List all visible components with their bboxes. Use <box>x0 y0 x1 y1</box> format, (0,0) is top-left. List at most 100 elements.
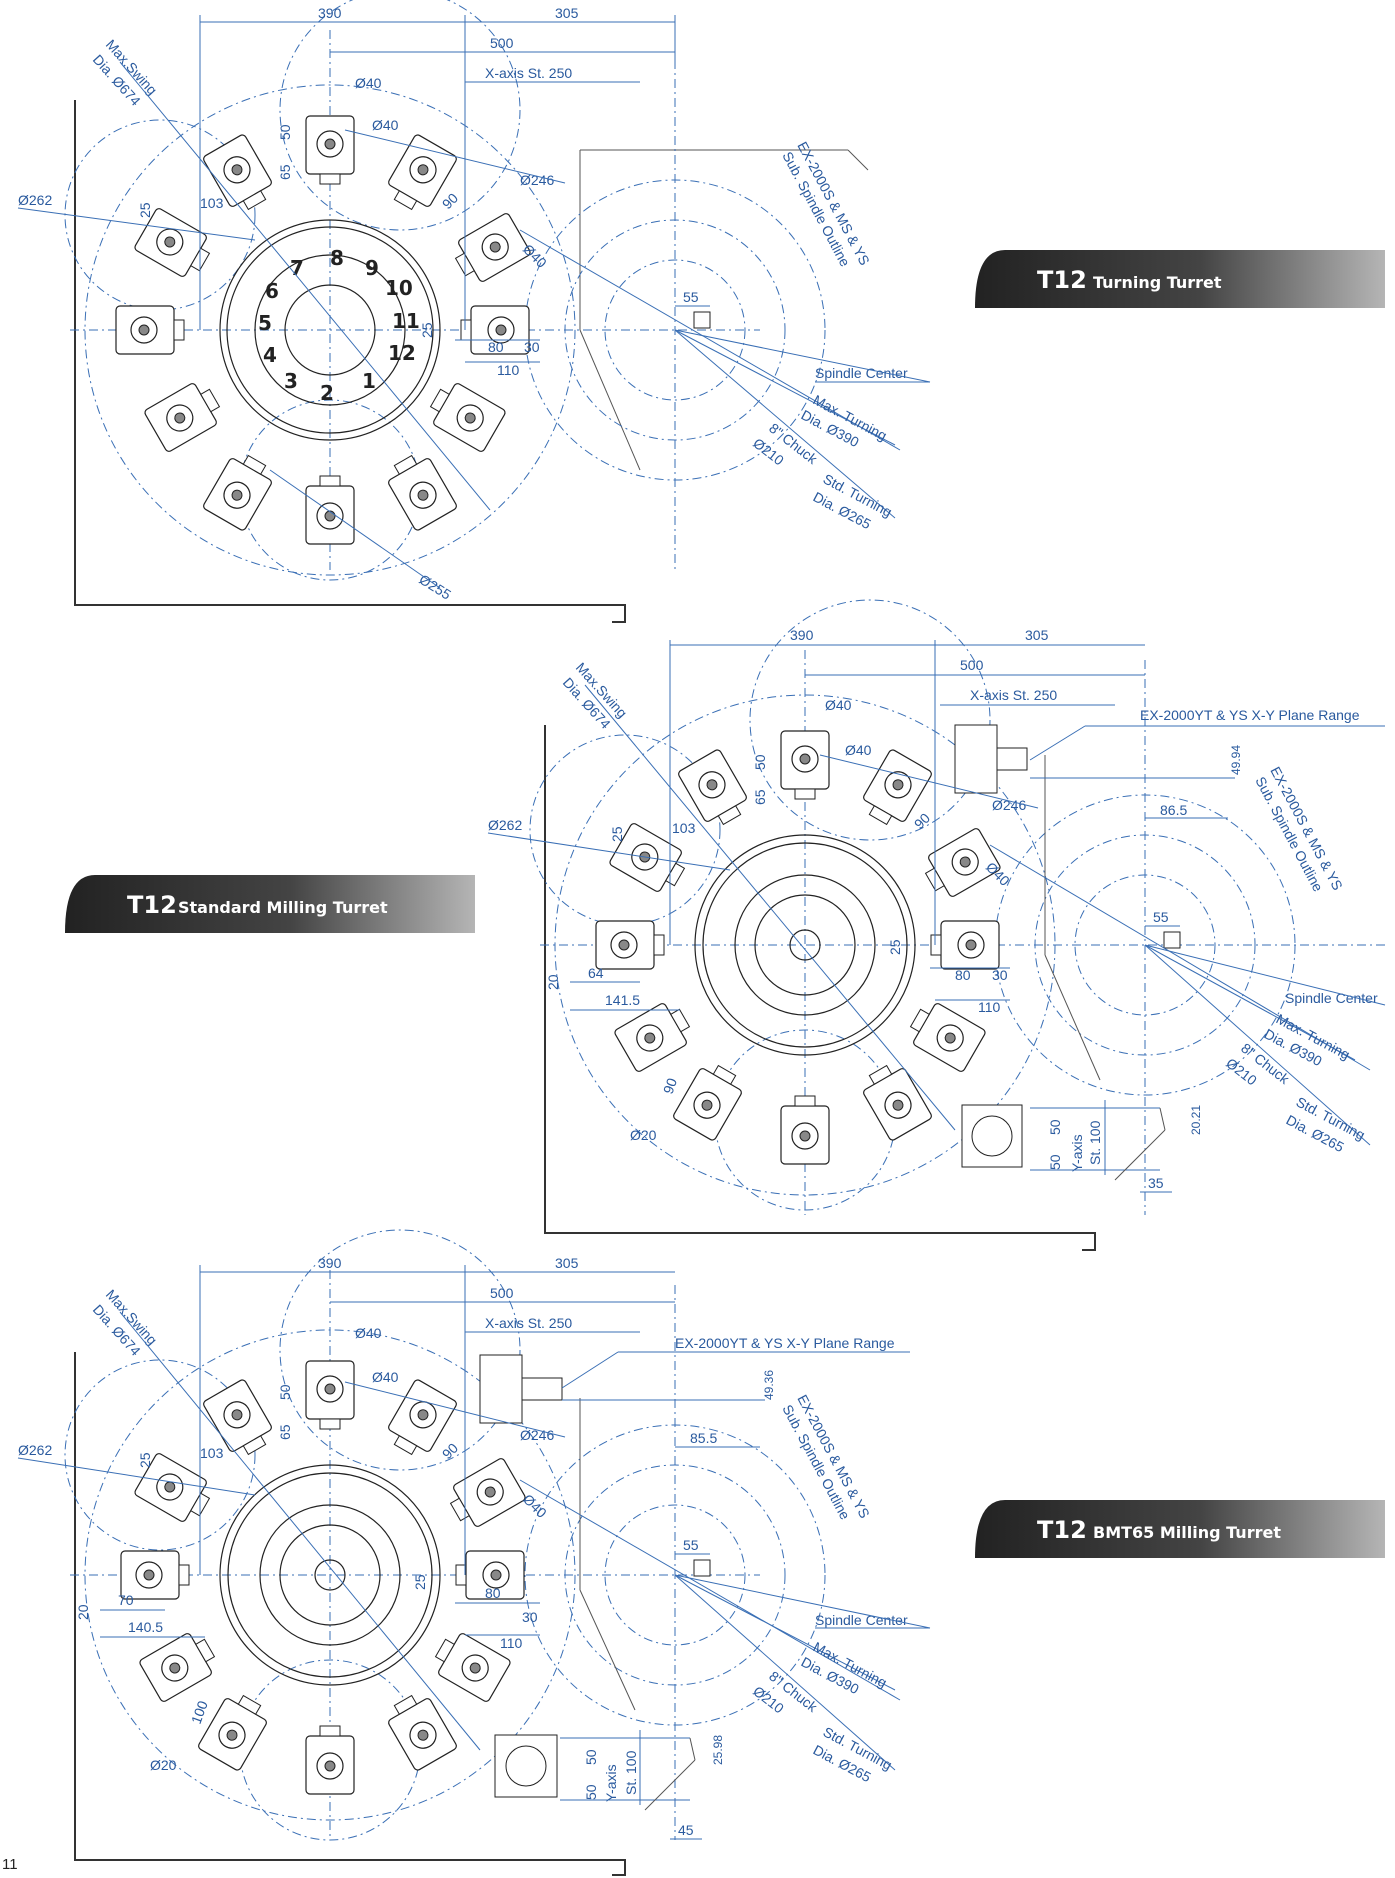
dim-80: 80 <box>485 1585 501 1601</box>
station-4: 4 <box>263 343 277 367</box>
dim-25b: 25 <box>419 322 435 338</box>
spindle-center-label: Spindle Center <box>815 365 908 381</box>
dim-50b: 50 <box>1047 1154 1063 1170</box>
dim-90: 90 <box>911 810 933 832</box>
station-7: 7 <box>290 256 304 280</box>
dim-65: 65 <box>277 1424 293 1440</box>
dim-55: 55 <box>683 1537 699 1553</box>
dim-40b: Ø40 <box>845 742 872 758</box>
dim-100: 100 <box>188 1698 211 1726</box>
dim-262: Ø262 <box>488 817 522 833</box>
dim-55: 55 <box>1153 909 1169 925</box>
dim-25-98: 25.98 <box>711 1735 725 1765</box>
dim-110: 110 <box>500 1635 523 1651</box>
dim-70: 70 <box>118 1592 134 1608</box>
badge-code: T12 <box>127 891 177 919</box>
dim-20-21: 20.21 <box>1189 1105 1203 1135</box>
standard-milling-turret-drawing: 390 305 500 X-axis St. 250 EX-2000YT & Y… <box>487 599 1386 1251</box>
dim-246: Ø246 <box>520 1427 554 1443</box>
dim-25a: 25 <box>137 202 153 218</box>
dim-90b: 90 <box>660 1076 680 1096</box>
yaxis-label: Y-axis <box>603 1764 619 1802</box>
y-stroke-label: St. 100 <box>1087 1120 1103 1165</box>
dim-305: 305 <box>1025 627 1049 643</box>
station-1: 1 <box>362 369 376 393</box>
station-5: 5 <box>258 311 272 335</box>
dim-500: 500 <box>960 657 984 673</box>
badge-name: Standard Milling Turret <box>178 898 388 917</box>
turning-turret-drawing: 1 2 3 4 5 6 7 8 9 10 11 12 390 305 500 X… <box>17 0 931 623</box>
dim-20: 20 <box>545 974 561 990</box>
dim-49-36: 49.36 <box>762 1370 776 1400</box>
badge-name: BMT65 Milling Turret <box>1093 1523 1281 1542</box>
dim-110: 110 <box>978 999 1001 1015</box>
station-11: 11 <box>392 309 420 333</box>
dim-25a: 25 <box>137 1452 153 1468</box>
badge-name: Turning Turret <box>1093 273 1222 292</box>
dim-xaxis: X-axis St. 250 <box>485 1315 572 1331</box>
dim-20-dia: Ø20 <box>630 1127 657 1143</box>
spindle-center-label: Spindle Center <box>815 1612 908 1628</box>
dim-141-5: 141.5 <box>605 992 640 1008</box>
dim-262: Ø262 <box>18 1442 52 1458</box>
badge-code: T12 <box>1037 1516 1087 1544</box>
bmt65-milling-turret-drawing: 390 305 500 X-axis St. 250 EX-2000YT & Y… <box>17 1229 931 1876</box>
dim-40b: Ø40 <box>372 1369 399 1385</box>
dim-103: 103 <box>200 1445 224 1461</box>
dim-30: 30 <box>524 339 540 355</box>
station-9: 9 <box>365 256 379 280</box>
badge-bmt65-milling-turret: T12 BMT65 Milling Turret <box>975 1500 1385 1558</box>
station-12: 12 <box>388 341 416 365</box>
dim-xaxis: X-axis St. 250 <box>485 65 572 81</box>
dim-40a: Ø40 <box>825 697 852 713</box>
dim-390: 390 <box>790 627 814 643</box>
dim-20-dia: Ø20 <box>150 1757 177 1773</box>
dim-50a: 50 <box>1047 1119 1063 1135</box>
dim-30: 30 <box>522 1609 538 1625</box>
dim-40a: Ø40 <box>355 75 382 91</box>
dim-50: 50 <box>277 1384 293 1400</box>
dim-390: 390 <box>318 1255 342 1271</box>
station-10: 10 <box>385 276 413 300</box>
dim-45: 45 <box>678 1822 694 1838</box>
dim-103: 103 <box>672 820 696 836</box>
dim-20: 20 <box>75 1604 91 1620</box>
dim-86-5: 86.5 <box>1160 802 1187 818</box>
dim-xaxis: X-axis St. 250 <box>970 687 1057 703</box>
dim-80: 80 <box>955 967 971 983</box>
station-2: 2 <box>320 381 334 405</box>
dim-246: Ø246 <box>992 797 1026 813</box>
page-number: 11 <box>2 1856 18 1873</box>
dim-80: 80 <box>488 339 504 355</box>
dim-390: 390 <box>318 5 342 21</box>
dim-305: 305 <box>555 5 579 21</box>
dim-25a: 25 <box>609 826 625 842</box>
station-3: 3 <box>284 369 298 393</box>
dim-500: 500 <box>490 1285 514 1301</box>
dim-110: 110 <box>497 362 520 378</box>
dim-55: 55 <box>683 289 699 305</box>
badge-standard-milling-turret: T12 Standard Milling Turret <box>65 875 475 933</box>
dim-25b: 25 <box>887 939 903 955</box>
dim-246: Ø246 <box>520 172 554 188</box>
xy-range-label: EX-2000YT & YS X-Y Plane Range <box>1140 707 1360 723</box>
dim-85-5: 85.5 <box>690 1430 717 1446</box>
dim-49-94: 49.94 <box>1229 745 1243 775</box>
dim-40b: Ø40 <box>372 117 399 133</box>
dim-50a: 50 <box>583 1749 599 1765</box>
dim-30: 30 <box>992 967 1008 983</box>
dim-50: 50 <box>752 754 768 770</box>
station-8: 8 <box>330 246 344 270</box>
dim-90: 90 <box>439 1440 461 1462</box>
dim-65: 65 <box>277 164 293 180</box>
dim-25b: 25 <box>412 1574 428 1590</box>
dim-50: 50 <box>277 124 293 140</box>
yaxis-label: Y-axis <box>1069 1134 1085 1172</box>
spindle-center-label: Spindle Center <box>1285 990 1378 1006</box>
dim-500: 500 <box>490 35 514 51</box>
dim-35: 35 <box>1148 1175 1164 1191</box>
dim-262: Ø262 <box>18 192 52 208</box>
station-6: 6 <box>265 279 279 303</box>
dim-140-5: 140.5 <box>128 1619 163 1635</box>
